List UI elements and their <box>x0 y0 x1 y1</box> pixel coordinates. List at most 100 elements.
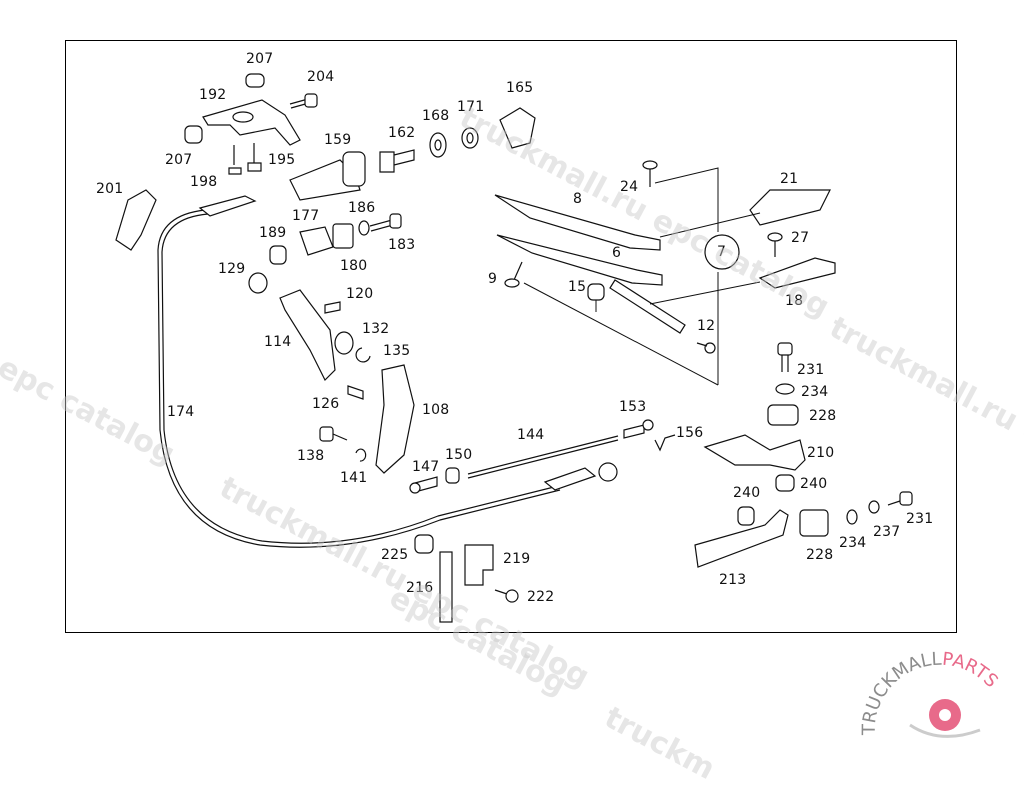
part-129-bush <box>248 272 268 294</box>
part-label[interactable]: 156 <box>676 425 704 441</box>
part-label[interactable]: 219 <box>503 551 531 567</box>
part-label[interactable]: 234 <box>801 384 829 400</box>
part-18-plate <box>758 257 836 289</box>
part-label[interactable]: 240 <box>733 485 761 501</box>
part-label[interactable]: 144 <box>517 427 545 443</box>
part-label[interactable]: 174 <box>167 404 195 420</box>
part-135-clip <box>355 347 371 363</box>
part-126-pin <box>347 385 364 400</box>
part-label[interactable]: 210 <box>807 445 835 461</box>
part-label[interactable]: 207 <box>246 51 274 67</box>
part-153-pin <box>623 419 654 439</box>
part-222-screw <box>494 589 519 603</box>
part-label[interactable]: 129 <box>218 261 246 277</box>
part-label[interactable]: 231 <box>797 362 825 378</box>
part-210-plate <box>703 434 806 471</box>
part-label[interactable]: 228 <box>806 547 834 563</box>
part-219-clamp <box>464 544 494 586</box>
part-label[interactable]: 198 <box>190 174 218 190</box>
part-label[interactable]: 165 <box>506 80 534 96</box>
part-195-bolt <box>247 143 262 172</box>
callout-label[interactable]: 7 <box>717 244 727 260</box>
part-label[interactable]: 234 <box>839 535 867 551</box>
part-165-knob <box>499 107 536 149</box>
part-label[interactable]: 18 <box>785 293 804 309</box>
part-label[interactable]: 108 <box>422 402 450 418</box>
part-label[interactable]: 180 <box>340 258 368 274</box>
part-12-ball <box>696 342 716 354</box>
part-label[interactable]: 231 <box>906 511 934 527</box>
logo-text-gray: TRUCKMALL <box>859 650 942 736</box>
part-228-block-bottom <box>799 509 829 537</box>
part-9-bolt <box>504 261 523 288</box>
part-141-clip <box>355 448 367 462</box>
part-237-washer <box>868 500 880 514</box>
part-label[interactable]: 162 <box>388 125 416 141</box>
part-120-pin <box>324 301 341 314</box>
part-label[interactable]: 24 <box>620 179 639 195</box>
part-label[interactable]: 237 <box>873 524 901 540</box>
part-label[interactable]: 150 <box>445 447 473 463</box>
part-177-clip <box>299 226 334 256</box>
part-label[interactable]: 183 <box>388 237 416 253</box>
part-label[interactable]: 141 <box>340 470 368 486</box>
part-183-bolt <box>369 213 402 232</box>
part-label[interactable]: 225 <box>381 547 409 563</box>
part-138-bolt <box>319 426 348 442</box>
part-225-nut <box>414 534 434 554</box>
part-label[interactable]: 189 <box>259 225 287 241</box>
part-label[interactable]: 138 <box>297 448 325 464</box>
part-label[interactable]: 168 <box>422 108 450 124</box>
part-label[interactable]: 222 <box>527 589 555 605</box>
part-24-screw <box>642 160 658 187</box>
part-label[interactable]: 228 <box>809 408 837 424</box>
leader-lines <box>523 167 761 386</box>
part-label[interactable]: 8 <box>573 191 583 207</box>
truckmall-parts-logo[interactable]: TRUCKMALLPARTS <box>855 649 1024 750</box>
part-label[interactable]: 6 <box>612 245 622 261</box>
part-label[interactable]: 204 <box>307 69 335 85</box>
callout-circle-7 <box>704 234 740 270</box>
part-label[interactable]: 135 <box>383 343 411 359</box>
part-192-bracket <box>202 99 301 146</box>
part-label[interactable]: 192 <box>199 87 227 103</box>
part-label[interactable]: 12 <box>697 318 716 334</box>
part-label[interactable]: 216 <box>406 580 434 596</box>
part-label[interactable]: 132 <box>362 321 390 337</box>
part-6-arm <box>496 234 663 286</box>
part-label[interactable]: 126 <box>312 396 340 412</box>
part-21-mount <box>749 189 831 226</box>
part-label[interactable]: 120 <box>346 286 374 302</box>
part-label[interactable]: 15 <box>568 279 587 295</box>
part-15-nut <box>587 283 605 301</box>
part-156-clip <box>654 434 676 452</box>
part-label[interactable]: 9 <box>488 271 498 287</box>
part-label[interactable]: 177 <box>292 208 320 224</box>
part-186-washer <box>358 220 370 236</box>
part-label[interactable]: 201 <box>96 181 124 197</box>
part-6-lower-arm <box>609 279 686 334</box>
part-label[interactable]: 159 <box>324 132 352 148</box>
part-8-arm <box>494 194 661 251</box>
part-114-arm <box>279 289 336 382</box>
part-label[interactable]: 186 <box>348 200 376 216</box>
diagram-frame <box>65 40 957 633</box>
part-189-nut <box>269 245 287 265</box>
part-label[interactable]: 21 <box>780 171 799 187</box>
part-label[interactable]: 171 <box>457 99 485 115</box>
part-label[interactable]: 114 <box>264 334 292 350</box>
part-label[interactable]: 153 <box>619 399 647 415</box>
part-label[interactable]: 240 <box>800 476 828 492</box>
part-label[interactable]: 147 <box>412 459 440 475</box>
part-label[interactable]: 195 <box>268 152 296 168</box>
part-label[interactable]: 207 <box>165 152 193 168</box>
part-label[interactable]: 27 <box>791 230 810 246</box>
part-108-lever <box>375 364 415 474</box>
part-label[interactable]: 213 <box>719 572 747 588</box>
part-228-block-top <box>767 404 799 426</box>
part-174-cable <box>157 195 618 548</box>
part-180-block <box>332 223 354 249</box>
part-234-washer-bottom <box>846 509 858 525</box>
parts-drawing <box>115 73 913 623</box>
part-213-bracket <box>694 509 789 568</box>
